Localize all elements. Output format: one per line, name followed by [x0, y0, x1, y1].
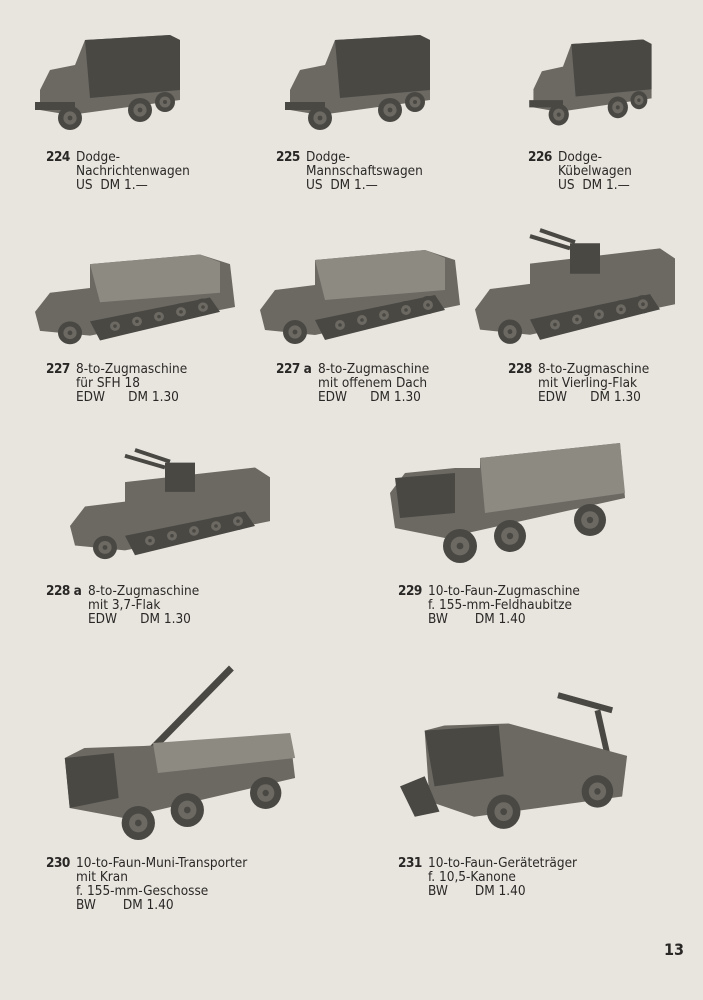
item-description-line: Dodge-: [76, 149, 121, 165]
halftrack-sfh18-image: [30, 245, 240, 350]
item-description-line: EDW DM 1.30: [88, 611, 191, 627]
item-number: 226: [528, 149, 552, 165]
item-description-line: 8-to-Zugmaschine: [538, 361, 650, 377]
item-description-line: BW DM 1.40: [428, 883, 526, 899]
item-description-line: mit 3,7-Flak: [88, 597, 161, 613]
item-description-line: Dodge-: [558, 149, 603, 165]
vehicle-illustration: [64, 665, 296, 840]
vehicle-illustration: [35, 35, 180, 130]
item-number: 230: [46, 855, 70, 871]
faun-ammo-crane-image: [55, 658, 300, 843]
item-description-line: 10-to-Faun-Geräteträger: [428, 855, 578, 871]
item-description-line: Kübelwagen: [558, 163, 632, 179]
dodge-radio-truck-image: [30, 30, 190, 135]
halftrack-37flak-image: [65, 448, 275, 565]
item-description-line: US DM 1.—: [76, 177, 148, 193]
item-description-line: für SFH 18: [76, 375, 140, 391]
item-description-line: EDW DM 1.30: [318, 389, 421, 405]
vehicle-illustration: [529, 39, 652, 126]
item-description-line: Dodge-: [306, 149, 351, 165]
vehicle-illustration: [390, 443, 625, 563]
item-description-line: 8-to-Zugmaschine: [318, 361, 430, 377]
vehicle-illustration: [35, 254, 235, 345]
faun-tractor-image: [385, 438, 630, 565]
halftrack-open-image: [255, 240, 465, 350]
item-description-line: f. 155-mm-Feldhaubitze: [428, 597, 572, 613]
item-number: 227 a: [276, 361, 312, 377]
item-number: 225: [276, 149, 300, 165]
item-description-line: 8-to-Zugmaschine: [76, 361, 188, 377]
vehicle-illustration: [285, 35, 430, 130]
item-description-line: BW DM 1.40: [76, 897, 174, 913]
item-description-line: EDW DM 1.30: [76, 389, 179, 405]
item-description-line: mit Kran: [76, 869, 128, 885]
item-description-line: 10-to-Faun-Zugmaschine: [428, 583, 580, 599]
item-number: 231: [398, 855, 422, 871]
item-description-line: mit offenem Dach: [318, 375, 428, 391]
item-number: 228: [508, 361, 532, 377]
item-description-line: f. 155-mm-Geschosse: [76, 883, 209, 899]
item-description-line: mit Vierling-Flak: [538, 375, 638, 391]
dodge-personnel-truck-image: [280, 30, 440, 135]
vehicle-illustration: [70, 448, 270, 560]
page-number: 13: [664, 940, 685, 959]
item-number: 229: [398, 583, 422, 599]
dodge-kuebelwagen-image: [525, 35, 660, 130]
vehicle-illustration: [400, 692, 628, 829]
item-description-line: US DM 1.—: [306, 177, 378, 193]
vehicle-illustration: [475, 228, 675, 344]
halftrack-flak-image: [470, 228, 680, 350]
item-description-line: BW DM 1.40: [428, 611, 526, 627]
vehicle-illustration: [260, 250, 460, 344]
item-description-line: f. 10,5-Kanone: [428, 869, 516, 885]
item-description-line: US DM 1.—: [558, 177, 630, 193]
item-number: 224: [46, 149, 70, 165]
item-description-line: EDW DM 1.30: [538, 389, 641, 405]
item-description-line: 8-to-Zugmaschine: [88, 583, 200, 599]
item-number: 228 a: [46, 583, 82, 599]
item-number: 227: [46, 361, 70, 377]
item-description-line: Nachrichtenwagen: [76, 163, 190, 179]
faun-equipment-carrier-image: [400, 685, 632, 837]
item-description-line: 10-to-Faun-Muni-Transporter: [76, 855, 248, 871]
item-description-line: Mannschaftswagen: [306, 163, 423, 179]
